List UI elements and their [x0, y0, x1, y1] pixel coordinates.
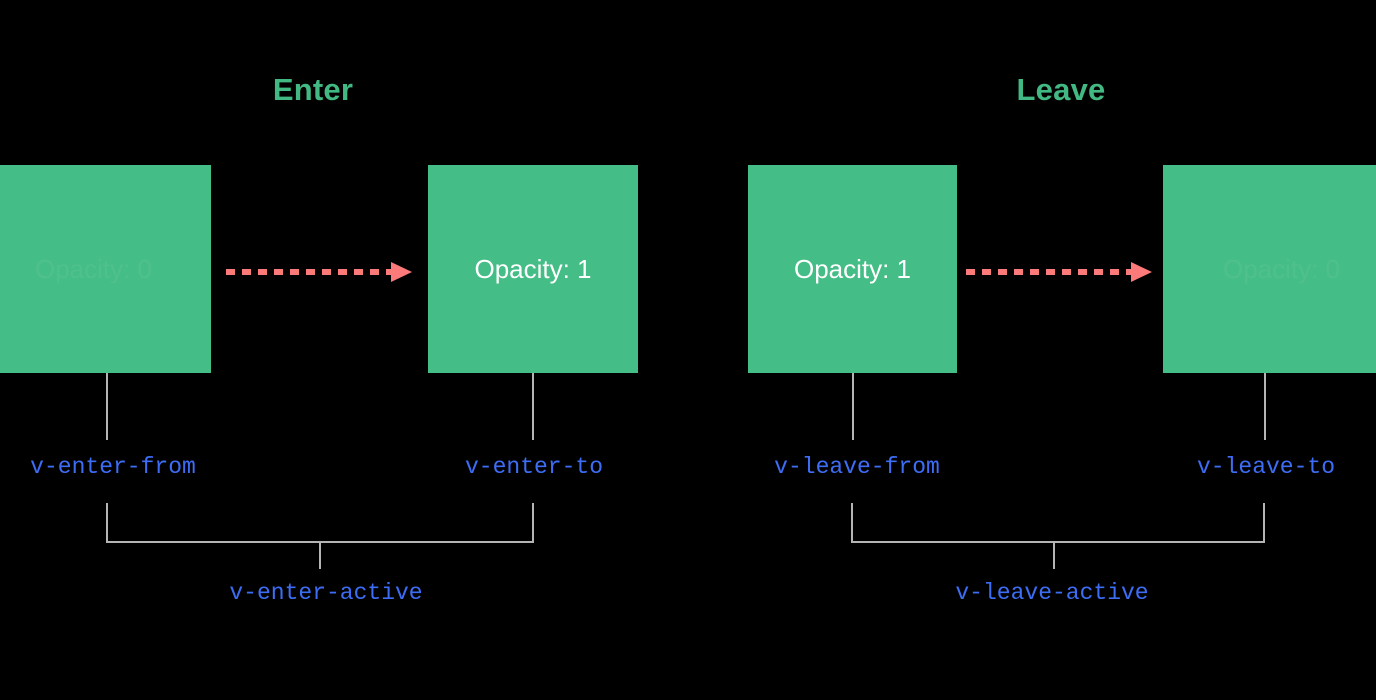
dashed-arrow-right-icon-enter: [226, 262, 412, 282]
box-label-opacity-1-enter: Opacity: 1: [474, 254, 592, 284]
class-label-v-leave-from: v-leave-from: [774, 454, 940, 480]
connector-stem-v-leave-to: [1264, 373, 1266, 440]
connector-stem-v-enter-to: [532, 373, 534, 440]
bracket-stem-v-enter-active: [319, 543, 321, 569]
connector-stem-v-leave-from: [852, 373, 854, 440]
box-v-leave-from: Opacity: 1: [748, 165, 957, 373]
arrow-head-enter: [391, 262, 412, 282]
class-label-v-enter-to: v-enter-to: [464, 454, 604, 480]
class-label-v-leave-to: v-leave-to: [1196, 454, 1336, 480]
bracket-v-leave-active: [851, 503, 1265, 543]
box-label-opacity-1-leave: Opacity: 1: [793, 254, 912, 284]
box-label-opacity-0-leave: Opacity: 0: [1222, 254, 1341, 284]
bracket-v-enter-active: [106, 503, 534, 543]
class-label-v-enter-from: v-enter-from: [30, 454, 196, 480]
section-title-leave: Leave: [1016, 72, 1106, 107]
arrow-head-leave: [1131, 262, 1152, 282]
section-title-enter: Enter: [272, 72, 354, 107]
box-v-leave-to: Opacity: 0: [1163, 165, 1376, 373]
arrow-shaft-leave: [966, 269, 1132, 275]
dashed-arrow-right-icon-leave: [966, 262, 1152, 282]
arrow-shaft-enter: [226, 269, 392, 275]
box-v-enter-to: Opacity: 1: [428, 165, 638, 373]
class-label-v-leave-active: v-leave-active: [955, 580, 1149, 606]
class-label-v-enter-active: v-enter-active: [229, 580, 423, 606]
bracket-stem-v-leave-active: [1053, 543, 1055, 569]
connector-stem-v-enter-from: [106, 373, 108, 440]
box-v-enter-from: Opacity: 0: [0, 165, 211, 373]
box-label-opacity-0-enter: Opacity: 0: [34, 254, 153, 284]
